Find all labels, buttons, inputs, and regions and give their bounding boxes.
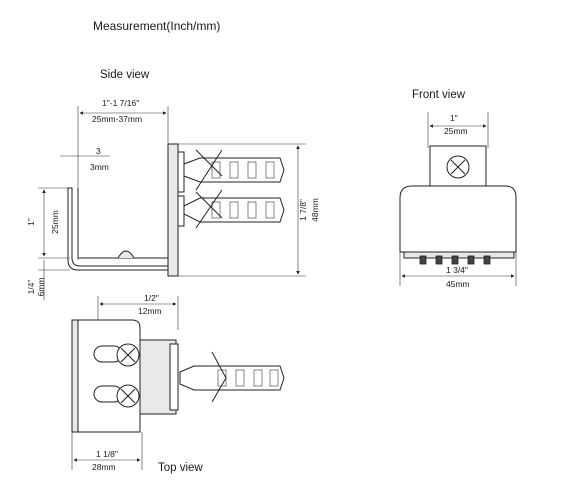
side-base-mm: 6mm [36, 278, 46, 297]
side-width-inch: 1"-1 7/16" [102, 98, 139, 108]
front-top-inch: 1" [450, 113, 458, 123]
front-top-mm: 25mm [444, 126, 468, 136]
wall-anchor-lower [183, 189, 285, 229]
side-overall-mm: 48mm [310, 198, 320, 222]
top-view-drawing: 1/2" 12mm 1 1/8" 28mm [71, 293, 285, 472]
side-overall-inch: 1 7/8" [298, 199, 308, 221]
side-height-mm: 25mm [50, 210, 60, 234]
side-view-drawing: 1"-1 7/16" 25mm-37mm 3 3mm [26, 98, 320, 300]
top-view-label: Top view [158, 462, 203, 474]
front-view-label: Front view [412, 89, 466, 101]
front-width-inch: 1 3/4" [446, 265, 468, 275]
side-height-inch: 1" [26, 218, 36, 226]
wall-anchor-upper [183, 149, 285, 191]
top-offset-mm: 12mm [138, 306, 162, 316]
front-width-mm: 45mm [446, 279, 470, 289]
top-width-mm: 28mm [92, 462, 116, 472]
top-width-inch: 1 1/8" [96, 449, 118, 459]
side-view-label: Side view [100, 69, 150, 81]
side-width-mm: 25mm-37mm [92, 114, 142, 124]
top-offset-inch: 1/2" [144, 293, 159, 303]
page-title: Measurement(Inch/mm) [93, 19, 220, 33]
side-thickness-inch: 3 [96, 146, 101, 156]
side-base-inch: 1/4" [26, 280, 36, 295]
side-thickness-mm: 3mm [90, 162, 109, 172]
front-view-drawing: 1" 25mm 1 3/4" 45mm [399, 112, 517, 289]
